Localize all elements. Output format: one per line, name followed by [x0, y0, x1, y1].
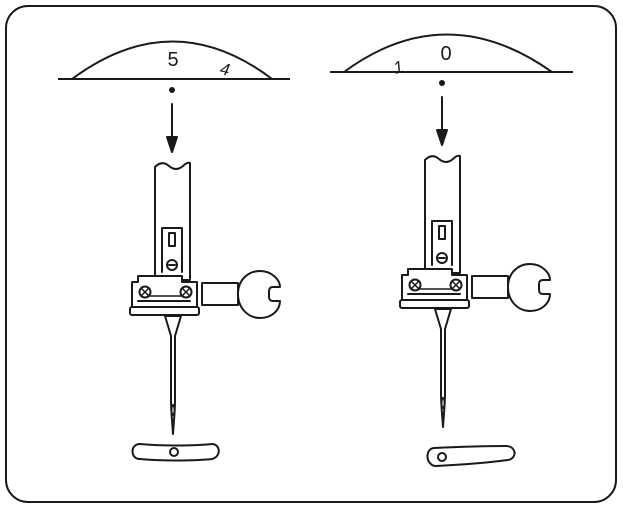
panel-left: 5 4	[58, 40, 290, 462]
presser-foot-icon	[426, 444, 516, 468]
presser-foot-icon	[131, 442, 220, 462]
dial-left: 5 4	[58, 40, 290, 80]
dial-main-label: 0	[440, 43, 451, 65]
frame-border	[5, 5, 617, 503]
dial-side-label: 4	[218, 59, 231, 80]
dial-main-label: 5	[167, 49, 178, 71]
